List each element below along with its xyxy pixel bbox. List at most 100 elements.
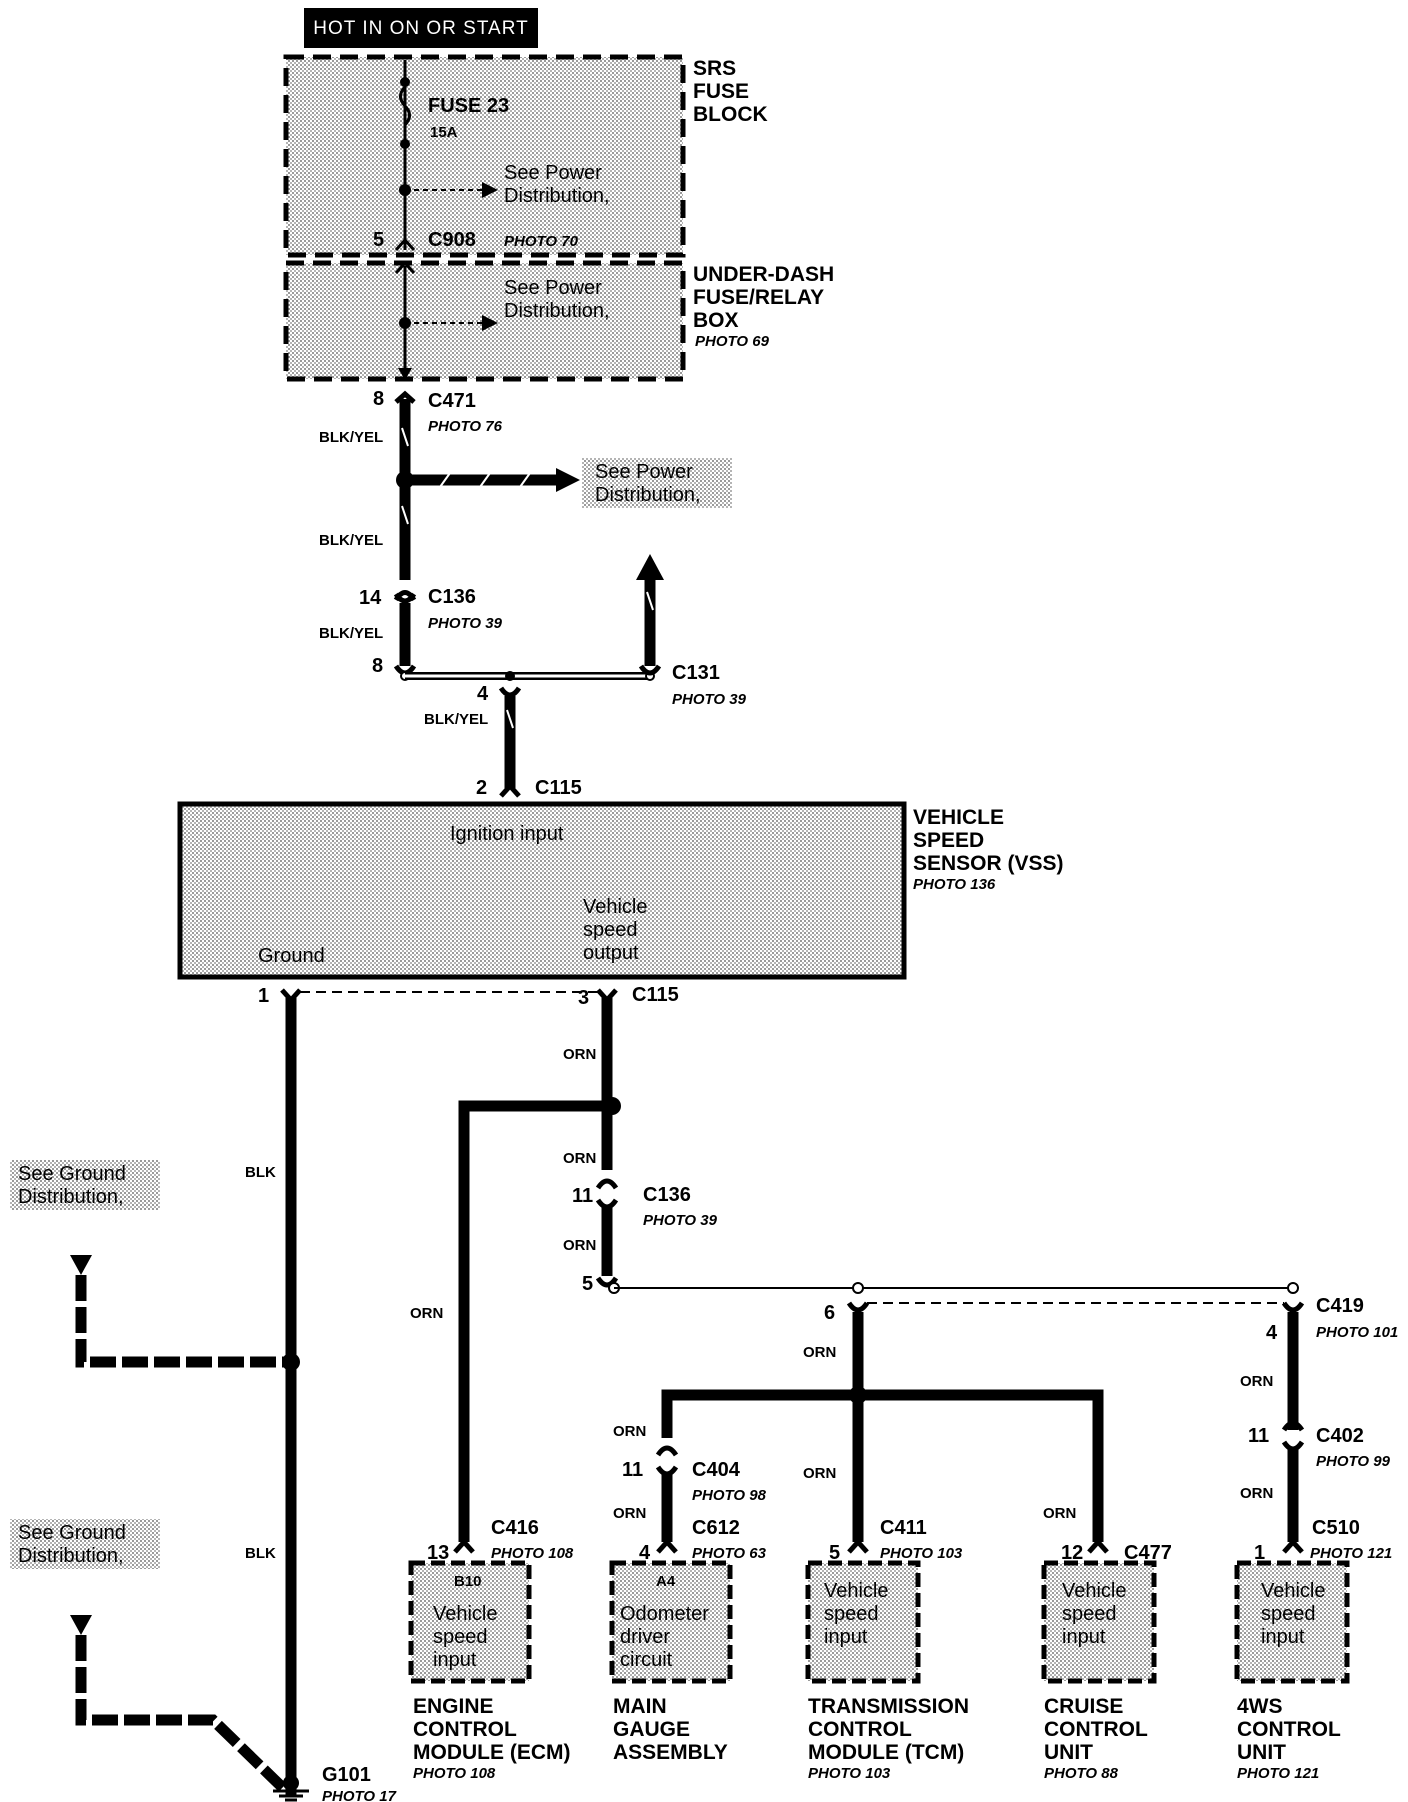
vehicle-speed-sensor: Ignition input Vehicle speed output Grou… xyxy=(177,801,1064,980)
wire-blk-1: BLK xyxy=(245,1164,276,1181)
c136b-pin: 11 xyxy=(572,1185,593,1207)
c477-label: C477 xyxy=(1124,1542,1172,1564)
c419-label: C419 xyxy=(1316,1295,1364,1317)
wire-blk-yel-4: BLK/YEL xyxy=(424,711,488,728)
c419-photo: PHOTO 101 xyxy=(1316,1324,1398,1341)
wire-blk-yel-1: BLK/YEL xyxy=(319,429,383,446)
transmission-control-module: 5 C411 PHOTO 103 Vehicle speed input TRA… xyxy=(805,1517,969,1782)
c411-photo: PHOTO 103 xyxy=(880,1545,963,1562)
gauge-function-2: driver xyxy=(620,1626,670,1648)
ecm-name-1: ENGINE xyxy=(413,1695,494,1718)
gauge-function-1: Odometer xyxy=(620,1603,709,1625)
c411-label: C411 xyxy=(880,1517,927,1539)
vss-output-2: speed xyxy=(583,919,638,941)
c136b-label: C136 xyxy=(643,1184,691,1206)
vss-ground: Ground xyxy=(258,945,325,967)
c908-photo: PHOTO 70 xyxy=(504,233,579,250)
gauge-function-3: circuit xyxy=(620,1649,673,1671)
ecm-name-photo: PHOTO 108 xyxy=(413,1765,496,1782)
see-ground-2a: See Ground xyxy=(18,1522,126,1544)
arrow-right-icon xyxy=(482,182,498,198)
srs-label-3: BLOCK xyxy=(693,103,768,126)
c510-photo: PHOTO 121 xyxy=(1310,1545,1392,1562)
gauge-name-1: MAIN xyxy=(613,1695,667,1718)
c115a-pin: 2 xyxy=(476,777,487,799)
4ws-name-photo: PHOTO 121 xyxy=(1237,1765,1319,1782)
c404-label: C404 xyxy=(692,1459,741,1481)
blk-yel-circuit: 8 C471 PHOTO 76 BLK/YEL See Power Distri… xyxy=(319,388,747,799)
vss-ignition-input: Ignition input xyxy=(450,823,564,845)
srs-see-power-2: Distribution, xyxy=(504,185,610,207)
cruise-function-1: Vehicle xyxy=(1062,1580,1127,1602)
ecm-function-1: Vehicle xyxy=(433,1603,498,1625)
srs-label-1: SRS xyxy=(693,57,736,80)
arrow-right-icon xyxy=(556,468,580,492)
ecm-name-2: CONTROL xyxy=(413,1718,517,1741)
engine-control-module: 13 C416 PHOTO 108 B10 Vehicle speed inpu… xyxy=(408,1517,574,1782)
see-ground-1a: See Ground xyxy=(18,1163,126,1185)
ecm-terminal: B10 xyxy=(454,1573,482,1590)
wire-orn-tcm-1: ORN xyxy=(803,1344,836,1361)
tcm-function-3: input xyxy=(824,1626,868,1648)
c402-pin: 11 xyxy=(1248,1425,1269,1447)
wire-orn-4ws-1: ORN xyxy=(1240,1373,1273,1390)
wire-orn-gauge-2: ORN xyxy=(613,1505,646,1522)
c471-label: C471 xyxy=(428,390,476,412)
wire-orn-tcm-2: ORN xyxy=(803,1465,836,1482)
g101-photo: PHOTO 17 xyxy=(322,1788,397,1802)
c419-pin: 4 xyxy=(1266,1322,1278,1344)
c419-pin-tcm: 6 xyxy=(824,1302,835,1324)
splice-see-power-1: See Power xyxy=(595,461,693,483)
tcm-function-1: Vehicle xyxy=(824,1580,889,1602)
vss-output-1: Vehicle xyxy=(583,896,648,918)
gauge-name-3: ASSEMBLY xyxy=(613,1741,728,1764)
under-dash-fuse-relay-box: See Power Distribution, UNDER-DASH FUSE/… xyxy=(283,260,834,382)
srs-label-2: FUSE xyxy=(693,80,749,103)
c612-photo: PHOTO 63 xyxy=(692,1545,767,1562)
c131-pin-left: 8 xyxy=(372,655,383,677)
c402-photo: PHOTO 99 xyxy=(1316,1453,1391,1470)
ground-arrow-icon xyxy=(70,1615,92,1635)
cruise-control-unit: 12 C477 Vehicle speed input CRUISE CONTR… xyxy=(1041,1538,1172,1782)
ecm-function-2: speed xyxy=(433,1626,488,1648)
c115b-pin: 3 xyxy=(578,987,589,1009)
hot-in-on-or-start-header: HOT IN ON OR START xyxy=(304,8,538,48)
cruise-name-photo: PHOTO 88 xyxy=(1044,1765,1119,1782)
tcm-name-2: CONTROL xyxy=(808,1718,912,1741)
c131-photo: PHOTO 39 xyxy=(672,691,747,708)
4ws-function-2: speed xyxy=(1261,1603,1316,1625)
srs-see-power-1: See Power xyxy=(504,162,602,184)
cruise-name-2: CONTROL xyxy=(1044,1718,1148,1741)
underdash-label-3: BOX xyxy=(693,309,739,332)
srs-fuse-block: FUSE 23 15A See Power Distribution, 5 C9… xyxy=(283,54,768,258)
underdash-label-1: UNDER-DASH xyxy=(693,263,834,286)
4ws-name-3: UNIT xyxy=(1237,1741,1286,1764)
tcm-name-1: TRANSMISSION xyxy=(808,1695,969,1718)
4ws-name-1: 4WS xyxy=(1237,1695,1283,1718)
c131-label: C131 xyxy=(672,662,720,684)
c402-label: C402 xyxy=(1316,1425,1364,1447)
splice-see-power-2: Distribution, xyxy=(595,484,701,506)
wire-orn-3: ORN xyxy=(563,1237,596,1254)
underdash-photo: PHOTO 69 xyxy=(695,333,770,350)
srs-fuse-amps: 15A xyxy=(430,124,458,141)
vss-photo: PHOTO 136 xyxy=(913,876,996,893)
c471-pin: 8 xyxy=(373,388,384,410)
c612-pin: 4 xyxy=(639,1542,651,1564)
4ws-name-2: CONTROL xyxy=(1237,1718,1341,1741)
main-gauge-assembly: 4 C612 PHOTO 63 A4 Odometer driver circu… xyxy=(609,1517,767,1764)
wire-orn-2: ORN xyxy=(563,1150,596,1167)
tcm-name-photo: PHOTO 103 xyxy=(808,1765,891,1782)
gauge-terminal: A4 xyxy=(656,1573,676,1590)
vss-output-3: output xyxy=(583,942,639,964)
ground-arrow-icon xyxy=(70,1255,92,1275)
underdash-see-power-1: See Power xyxy=(504,277,602,299)
wire-orn-1: ORN xyxy=(563,1046,596,1063)
c136b-photo: PHOTO 39 xyxy=(643,1212,718,1229)
c908-label: C908 xyxy=(428,229,476,251)
wire-orn-gauge-1: ORN xyxy=(613,1423,646,1440)
c510-pin: 1 xyxy=(1254,1542,1265,1564)
underdash-see-power-2: Distribution, xyxy=(504,300,610,322)
c115b-label: C115 xyxy=(632,984,679,1006)
tcm-name-3: MODULE (TCM) xyxy=(808,1741,964,1764)
